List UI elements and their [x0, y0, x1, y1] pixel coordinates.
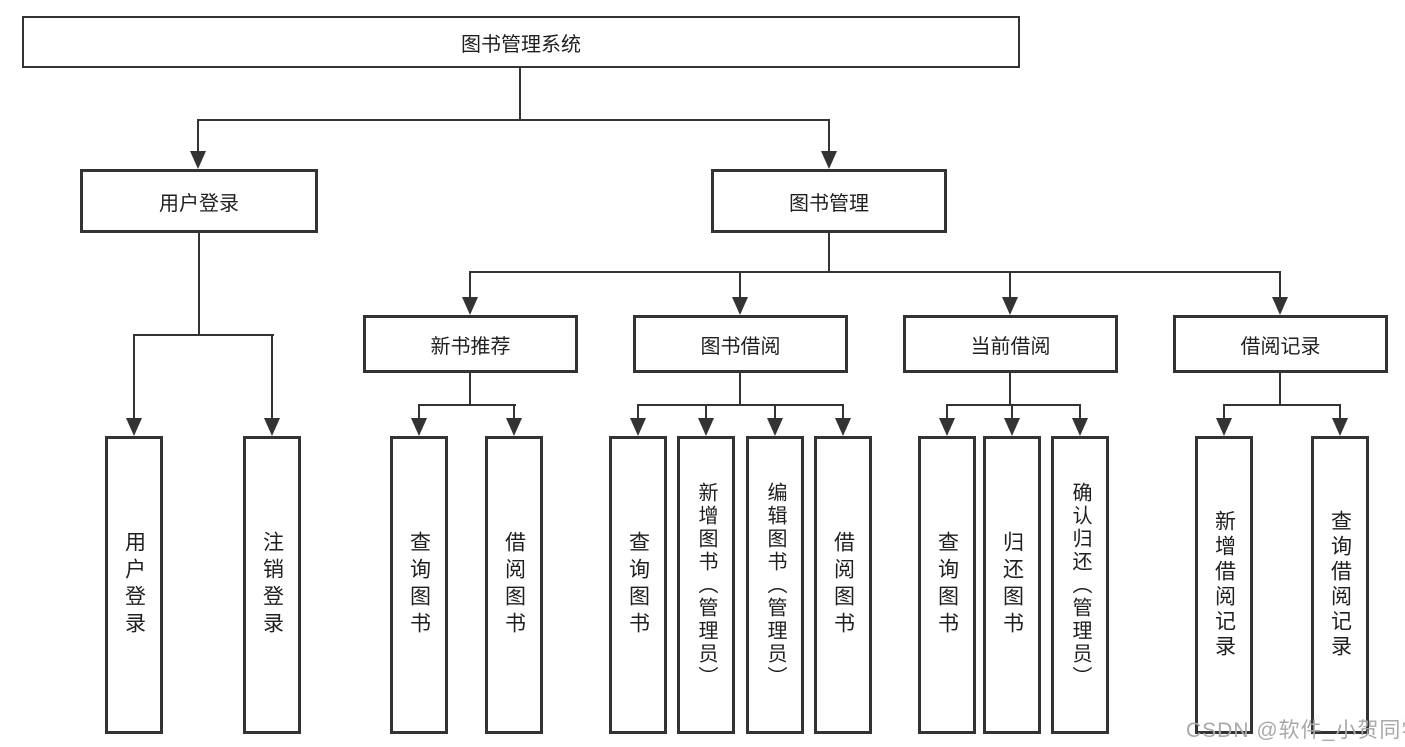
arrow-down-icon [126, 418, 142, 436]
connector-line [271, 334, 273, 422]
connector-line [774, 404, 776, 422]
leaf-user-login: 用户登录 [105, 436, 163, 734]
arrow-down-icon [1002, 297, 1018, 315]
connector-line [946, 404, 948, 422]
node-current-borrowing: 当前借阅 [903, 315, 1118, 373]
node-label: 新书推荐 [430, 335, 511, 358]
connector-line [133, 334, 274, 336]
connector-line [133, 334, 135, 422]
node-label: 借阅图书 [831, 531, 855, 639]
connector-line [469, 271, 471, 301]
connector-line [418, 404, 420, 422]
leaf-add-books-admin: 新增图书（管理员） [677, 436, 735, 734]
connector-line [198, 233, 200, 336]
leaf-logout: 注销登录 [243, 436, 301, 734]
node-label: 查询图书 [935, 531, 959, 639]
node-borrowing-records: 借阅记录 [1173, 315, 1388, 373]
connector-line [418, 404, 516, 406]
node-label: 当前借阅 [970, 335, 1051, 358]
arrow-down-icon [821, 151, 837, 169]
arrow-down-icon [698, 418, 714, 436]
arrow-down-icon [630, 418, 646, 436]
node-label: 查询图书 [407, 531, 431, 639]
connector-line [637, 404, 844, 406]
leaf-confirm-return-admin: 确认归还（管理员） [1051, 436, 1109, 734]
arrow-down-icon [1072, 418, 1088, 436]
csdn-watermark: CSDN @软件_小贺同学 [1186, 719, 1405, 742]
connector-line [1079, 404, 1081, 422]
node-library-management-system: 图书管理系统 [22, 16, 1020, 68]
leaf-add-borrow-record: 新增借阅记录 [1195, 436, 1253, 734]
leaf-query-books-recommend: 查询图书 [390, 436, 448, 734]
leaf-return-books: 归还图书 [983, 436, 1041, 734]
arrow-down-icon [264, 418, 280, 436]
leaf-query-books-current: 查询图书 [918, 436, 976, 734]
node-new-book-recommend: 新书推荐 [363, 315, 578, 373]
connector-line [637, 404, 639, 422]
arrow-down-icon [1004, 418, 1020, 436]
connector-line [1011, 404, 1013, 422]
leaf-edit-books-admin: 编辑图书（管理员） [746, 436, 804, 734]
node-label: 借阅记录 [1240, 335, 1321, 358]
leaf-query-books-borrowing: 查询图书 [609, 436, 667, 734]
node-book-borrowing: 图书借阅 [633, 315, 848, 373]
connector-line [1279, 373, 1281, 406]
connector-line [1009, 373, 1011, 406]
arrow-down-icon [506, 418, 522, 436]
node-user-login: 用户登录 [80, 169, 318, 233]
leaf-query-borrow-record: 查询借阅记录 [1311, 436, 1369, 734]
arrow-down-icon [1272, 297, 1288, 315]
connector-line [469, 373, 471, 406]
leaf-borrow-books: 借阅图书 [814, 436, 872, 734]
node-label: 新增图书（管理员） [695, 481, 717, 689]
connector-line [828, 119, 830, 155]
arrow-down-icon [939, 418, 955, 436]
connector-line [739, 373, 741, 406]
node-label: 注销登录 [260, 531, 284, 639]
arrow-down-icon [732, 297, 748, 315]
connector-line [519, 66, 521, 121]
connector-line [946, 404, 1081, 406]
arrow-down-icon [835, 418, 851, 436]
node-label: 图书管理 [789, 192, 869, 215]
connector-line [1339, 404, 1341, 422]
connector-line [828, 233, 830, 273]
connector-line [1009, 271, 1011, 301]
connector-line [469, 271, 1281, 273]
node-label: 查询图书 [626, 531, 650, 639]
node-label: 图书管理系统 [461, 33, 581, 56]
arrow-down-icon [411, 418, 427, 436]
connector-line [1279, 271, 1281, 301]
node-label: 用户登录 [159, 192, 239, 215]
connector-line [198, 119, 830, 121]
connector-line [513, 404, 515, 422]
connector-line [739, 271, 741, 301]
arrow-down-icon [1216, 418, 1232, 436]
connector-line [705, 404, 707, 422]
arrow-down-icon [462, 297, 478, 315]
node-label: 查询借阅记录 [1328, 510, 1352, 660]
node-label: 归还图书 [1000, 531, 1024, 639]
connector-line [1223, 404, 1341, 406]
leaf-borrow-books-recommend: 借阅图书 [485, 436, 543, 734]
node-label: 编辑图书（管理员） [764, 481, 786, 689]
node-label: 图书借阅 [700, 335, 781, 358]
arrow-down-icon [1332, 418, 1348, 436]
connector-line [197, 119, 199, 155]
node-label: 用户登录 [122, 531, 146, 639]
node-book-management: 图书管理 [711, 169, 947, 233]
connector-line [842, 404, 844, 422]
arrow-down-icon [190, 151, 206, 169]
connector-line [1223, 404, 1225, 422]
node-label: 借阅图书 [502, 531, 526, 639]
node-label: 新增借阅记录 [1212, 510, 1236, 660]
node-label: 确认归还（管理员） [1069, 481, 1091, 689]
arrow-down-icon [767, 418, 783, 436]
